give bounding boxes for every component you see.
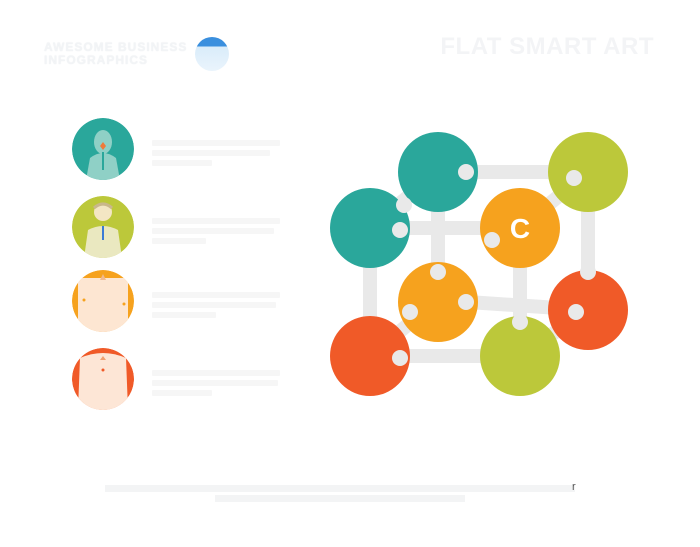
logo-text: AWESOME BUSINESS INFOGRAPHICS: [44, 41, 187, 67]
node-teal-top: [398, 132, 478, 212]
person-description: [152, 292, 282, 322]
person-item: [72, 118, 292, 180]
person-item: [72, 270, 292, 332]
joint-group: [392, 164, 596, 366]
node-orange-mid: [398, 262, 478, 342]
node-teal-left: [330, 188, 410, 268]
footer-text: [100, 482, 580, 505]
node-red-bottom: [330, 316, 410, 396]
node-orange-center: [480, 188, 560, 268]
person-description: [152, 140, 282, 170]
node-lime-top: [548, 132, 628, 212]
person-silhouette-icon: [72, 270, 134, 332]
avatar: [72, 118, 134, 180]
footer-trailing-char: r: [572, 481, 576, 493]
avatar: [72, 270, 134, 332]
logo-badge-icon: [195, 37, 230, 71]
person-item: [72, 348, 292, 410]
node-lime-bottom: [480, 316, 560, 396]
logo-line-2: INFOGRAPHICS: [44, 53, 149, 67]
avatar: [72, 348, 134, 410]
node-red-right: [548, 270, 628, 350]
person-silhouette-icon: [72, 348, 134, 410]
logo: AWESOME BUSINESS INFOGRAPHICS: [44, 37, 230, 71]
person-silhouette-icon: [72, 118, 134, 180]
cube-molecule-diagram: C: [330, 132, 628, 396]
avatar: [72, 196, 134, 258]
person-item: [72, 196, 292, 258]
page-title: FLAT SMART ART: [440, 33, 654, 60]
logo-line-1: AWESOME BUSINESS: [44, 40, 188, 54]
person-description: [152, 370, 282, 400]
person-silhouette-icon: [72, 196, 134, 258]
footer-line: [215, 495, 465, 502]
node-center-label: C: [510, 213, 530, 244]
footer-line: [105, 485, 575, 492]
person-description: [152, 218, 282, 248]
